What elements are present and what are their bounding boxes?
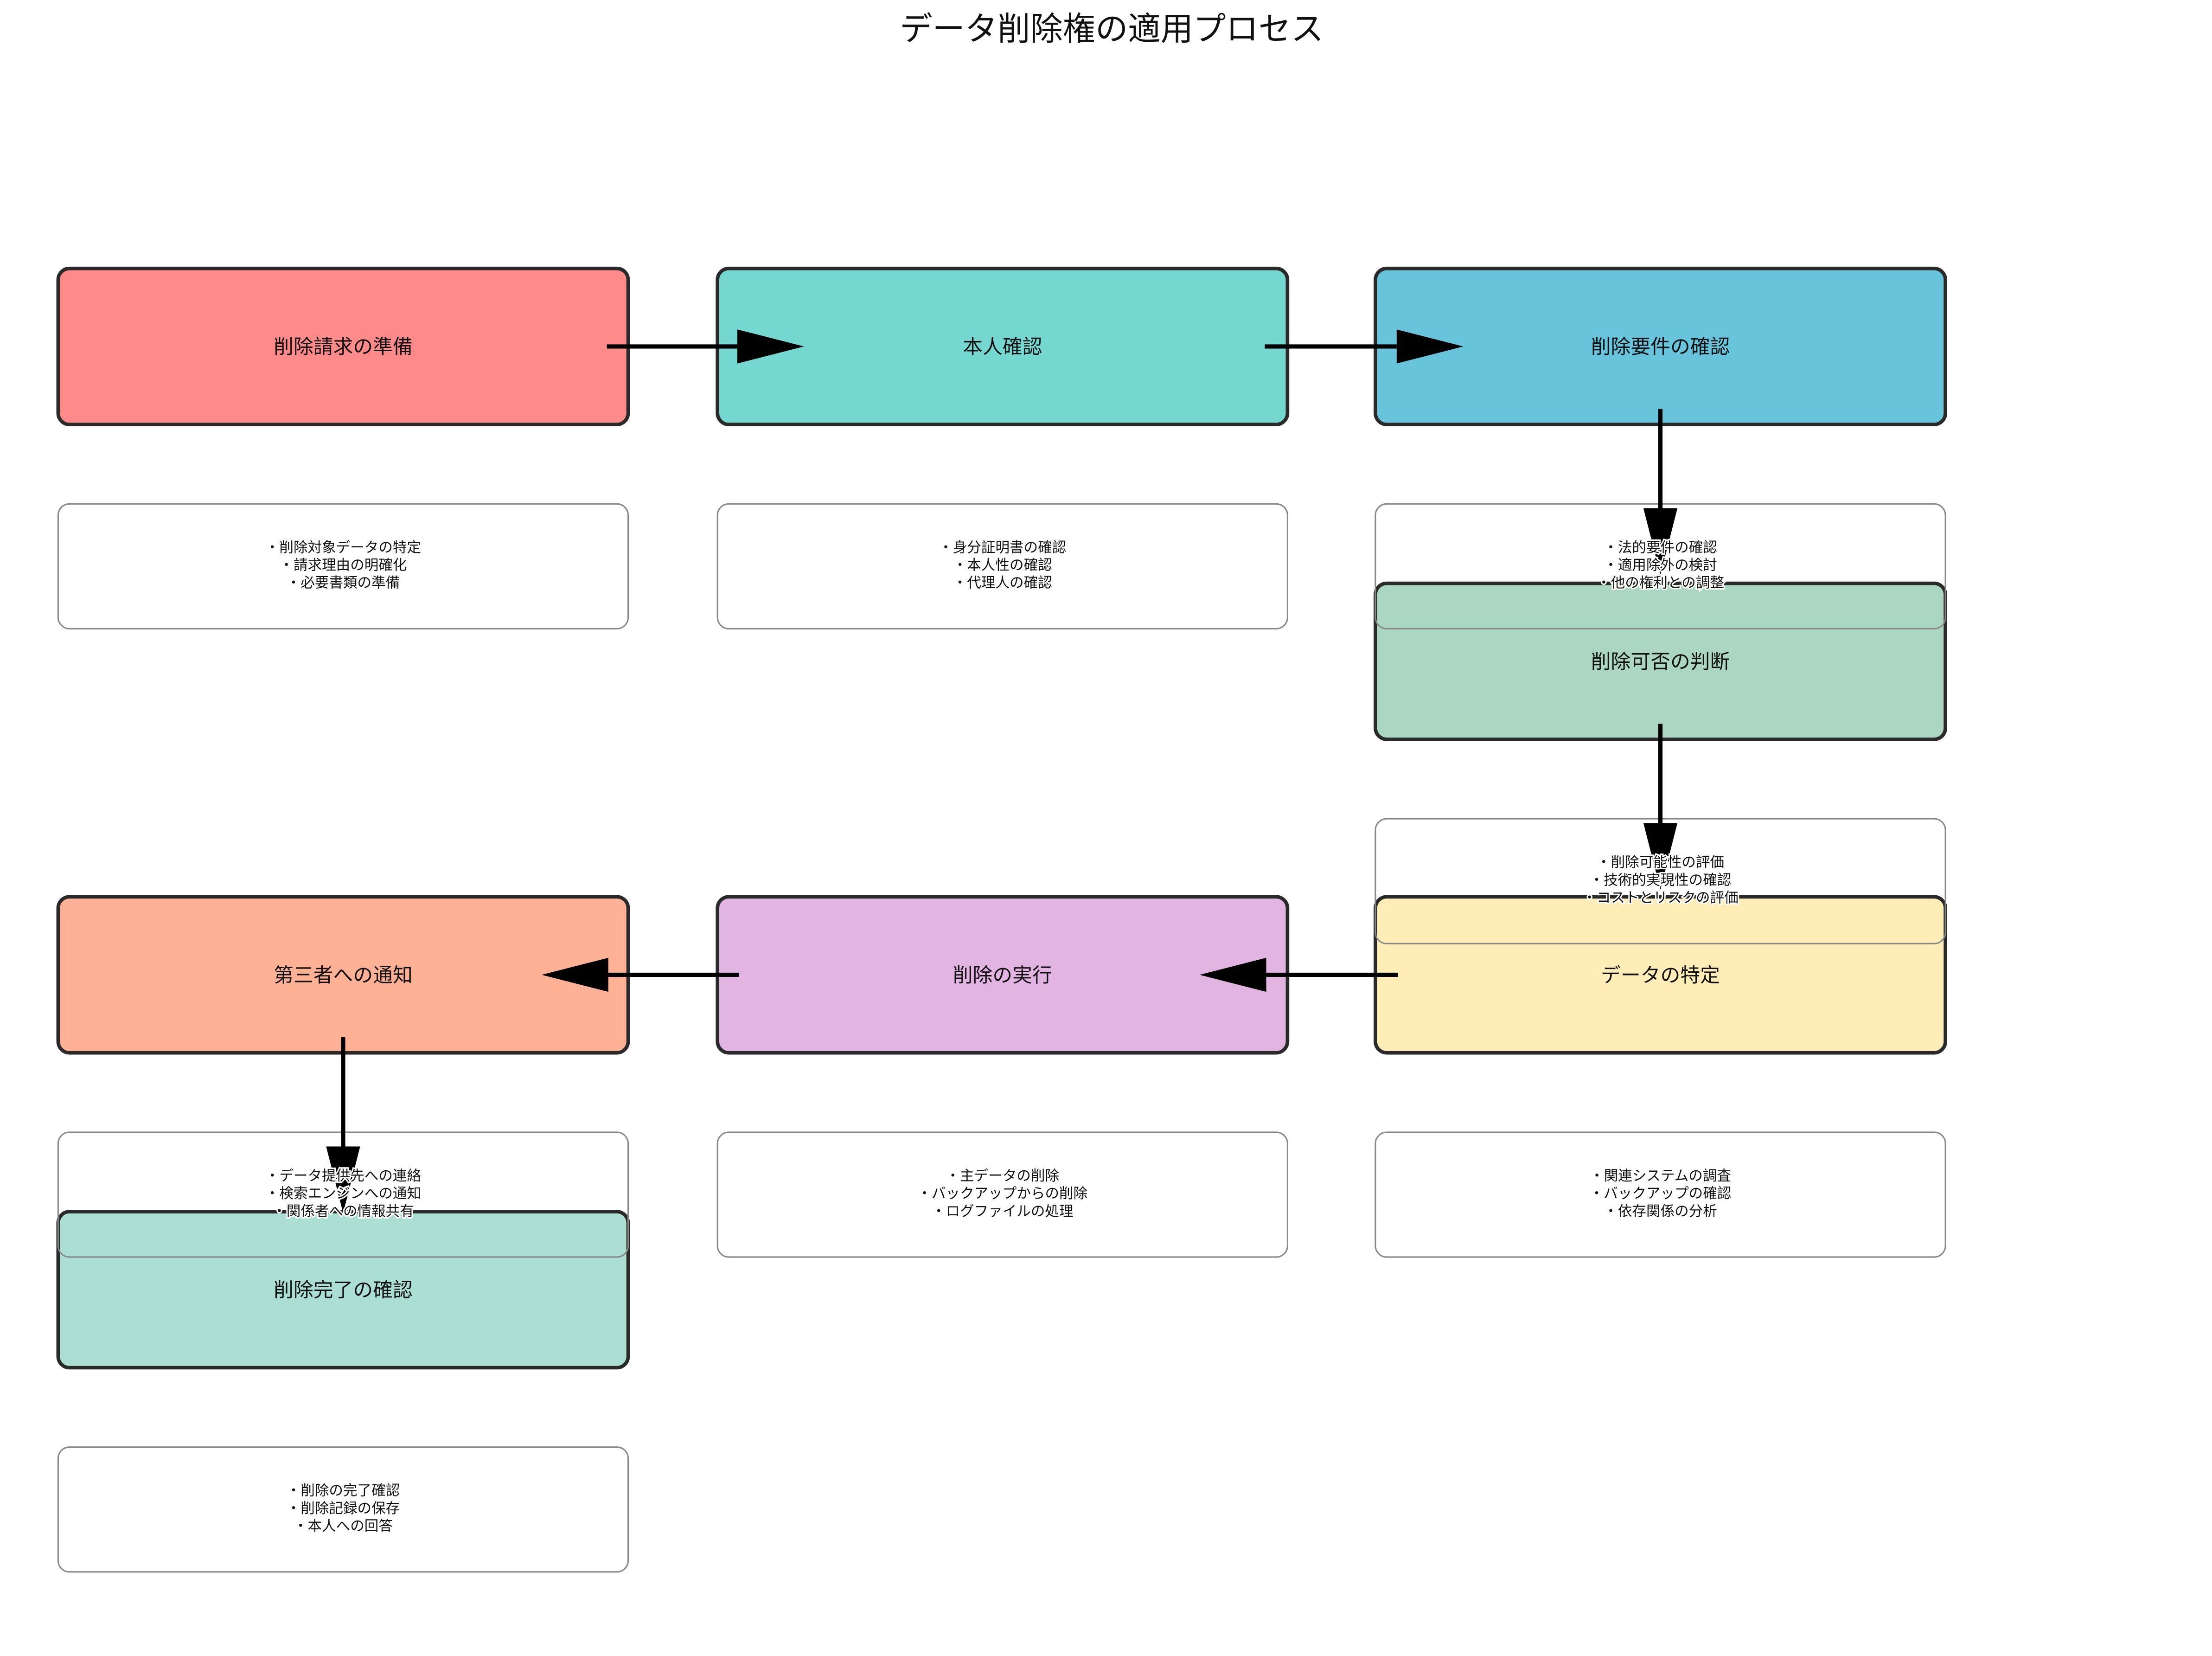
step-detail-item: ・本人への回答 <box>294 1518 393 1534</box>
arrowhead-icon <box>1643 823 1678 890</box>
arrowhead-icon <box>737 329 804 364</box>
step-detail-item: ・身分証明書の確認 <box>939 539 1066 556</box>
step-detail-item: ・データ提供先への連絡 <box>265 1168 421 1184</box>
step-detail-item: ・削除の完了確認 <box>287 1483 400 1499</box>
step-detail-item: ・本人性の確認 <box>953 558 1052 574</box>
arrowhead-icon <box>1643 508 1678 575</box>
arrowhead-icon <box>1199 957 1266 992</box>
step-detail-item: ・主データの削除 <box>946 1168 1060 1184</box>
arrowhead-icon <box>326 1146 360 1213</box>
step-detail-item: ・バックアップからの削除 <box>917 1186 1087 1202</box>
step-detail-box <box>1375 1131 1946 1258</box>
step-detail-item: ・関係者への情報共有 <box>272 1203 414 1220</box>
step-detail-item: ・依存関係の分析 <box>1604 1203 1717 1220</box>
diagram-title: データ削除権の適用プロセス <box>900 10 1323 48</box>
step-detail-item: ・技術的実現性の確認 <box>1590 872 1732 888</box>
step-detail-item: ・削除可能性の評価 <box>1597 854 1724 871</box>
step-label: データの特定 <box>1601 964 1720 987</box>
step-label: 本人確認 <box>963 335 1042 359</box>
step-detail-box <box>716 503 1288 629</box>
step-detail-box <box>57 503 629 629</box>
step-detail-item: ・代理人の確認 <box>953 575 1052 591</box>
step-detail-item: ・請求理由の明確化 <box>279 558 407 574</box>
step-detail-item: ・コストとリスクの評価 <box>1582 890 1738 906</box>
step-detail-item: ・削除記録の保存 <box>287 1501 400 1517</box>
step-detail-item: ・ログファイルの処理 <box>932 1203 1074 1220</box>
step-detail-box <box>57 1446 629 1573</box>
step-detail-item: ・関連システムの調査 <box>1590 1168 1731 1184</box>
step-detail-item: ・他の権利との調整 <box>1597 575 1724 591</box>
step-detail-item: ・削除対象データの特定 <box>265 539 421 556</box>
step-label: 削除請求の準備 <box>274 335 413 359</box>
step-label: 第三者への通知 <box>274 964 413 987</box>
step-label: 削除可否の判断 <box>1591 650 1730 674</box>
step-label: 削除要件の確認 <box>1591 335 1730 359</box>
step-detail-item: ・バックアップの確認 <box>1590 1186 1732 1202</box>
step-label: 削除の実行 <box>953 964 1052 987</box>
step-detail-item: ・法的要件の確認 <box>1604 539 1717 556</box>
arrowhead-icon <box>542 957 608 992</box>
step-detail-item: ・必要書類の準備 <box>287 575 400 591</box>
step-label: 削除完了の確認 <box>274 1279 413 1302</box>
step-detail-item: ・検索エンジンへの通知 <box>265 1186 421 1202</box>
arrowhead-icon <box>1396 329 1464 364</box>
step-detail-item: ・適用除外の検討 <box>1604 558 1717 574</box>
step-detail-box <box>716 1131 1288 1258</box>
